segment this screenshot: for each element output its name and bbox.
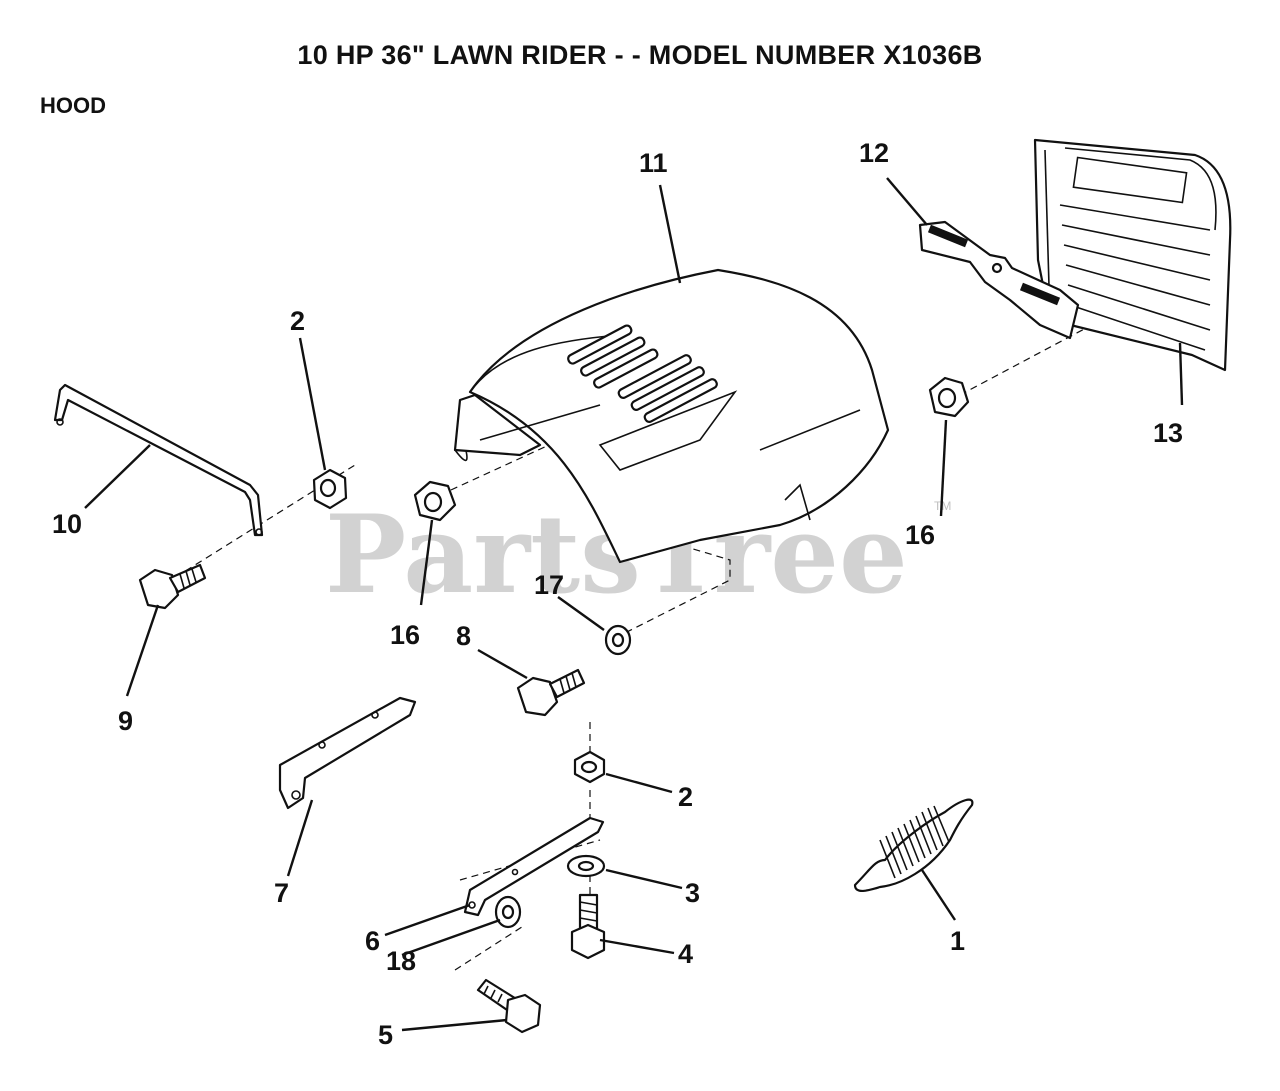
callout-7: 7 bbox=[274, 878, 289, 908]
hood-part-11 bbox=[453, 268, 890, 564]
callout-labels: 11 12 13 2 10 9 16 16 17 8 2 3 4 5 6 18 … bbox=[52, 138, 1183, 1050]
section-label: HOOD bbox=[40, 93, 106, 118]
callout-11: 11 bbox=[639, 148, 668, 178]
callout-16-right: 16 bbox=[905, 520, 935, 550]
grille-part-13 bbox=[1033, 138, 1232, 372]
callout-5: 5 bbox=[378, 1020, 393, 1050]
callout-9: 9 bbox=[118, 706, 133, 736]
callout-2-lower: 2 bbox=[678, 782, 693, 812]
callout-3: 3 bbox=[685, 878, 700, 908]
washer-part-17 bbox=[604, 624, 632, 656]
callout-4: 4 bbox=[678, 939, 693, 969]
diagram-title: 10 HP 36" LAWN RIDER - - MODEL NUMBER X1… bbox=[297, 40, 983, 70]
callout-8: 8 bbox=[456, 621, 471, 651]
nut-part-2-lower bbox=[573, 750, 606, 784]
callout-18: 18 bbox=[386, 946, 416, 976]
callout-12: 12 bbox=[859, 138, 889, 168]
washer-part-3 bbox=[566, 854, 606, 878]
callout-6: 6 bbox=[365, 926, 380, 956]
callout-16-left: 16 bbox=[390, 620, 420, 650]
spring-part-1 bbox=[853, 798, 974, 892]
bolt-part-5 bbox=[476, 978, 542, 1034]
nut-part-16-right bbox=[928, 376, 970, 418]
callout-1: 1 bbox=[950, 926, 965, 956]
bracket-part-7 bbox=[278, 696, 417, 810]
callout-17: 17 bbox=[534, 570, 564, 600]
callout-10: 10 bbox=[52, 509, 82, 539]
spring-coils bbox=[879, 805, 950, 879]
bolt-part-9 bbox=[138, 563, 207, 610]
washer-part-18 bbox=[494, 895, 522, 929]
nut-part-16-left bbox=[413, 480, 457, 522]
bolt-part-8 bbox=[516, 668, 586, 717]
bolt-part-4 bbox=[570, 893, 606, 960]
callout-2-upper: 2 bbox=[290, 306, 305, 336]
plate-part-12 bbox=[918, 220, 1080, 340]
bracket-part-6 bbox=[463, 816, 605, 917]
hood-vent-slots bbox=[567, 324, 718, 424]
leader-lines bbox=[84, 177, 1184, 1032]
callout-13: 13 bbox=[1153, 418, 1183, 448]
rod-part-10 bbox=[53, 383, 264, 537]
grille-slats bbox=[1059, 204, 1211, 351]
nut-part-2-upper bbox=[312, 468, 348, 510]
